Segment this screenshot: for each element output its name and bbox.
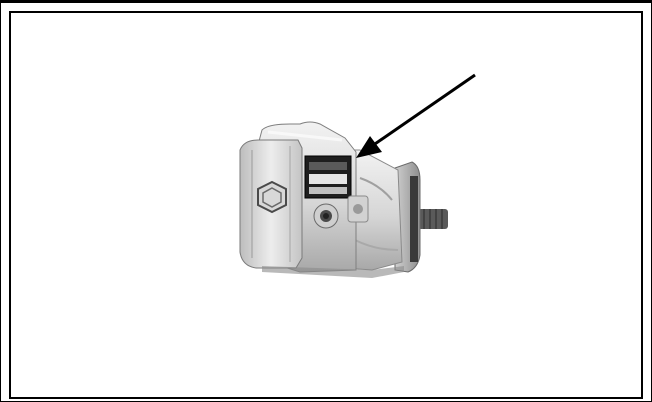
- callout-arrow: [356, 73, 476, 158]
- nameplate: [304, 155, 352, 199]
- side-boss: [347, 195, 369, 223]
- shaft: [418, 209, 448, 229]
- pump-shadow: [262, 266, 404, 278]
- hex-plug: [257, 180, 287, 214]
- end-cover: [239, 139, 303, 269]
- port-boss: [313, 203, 339, 229]
